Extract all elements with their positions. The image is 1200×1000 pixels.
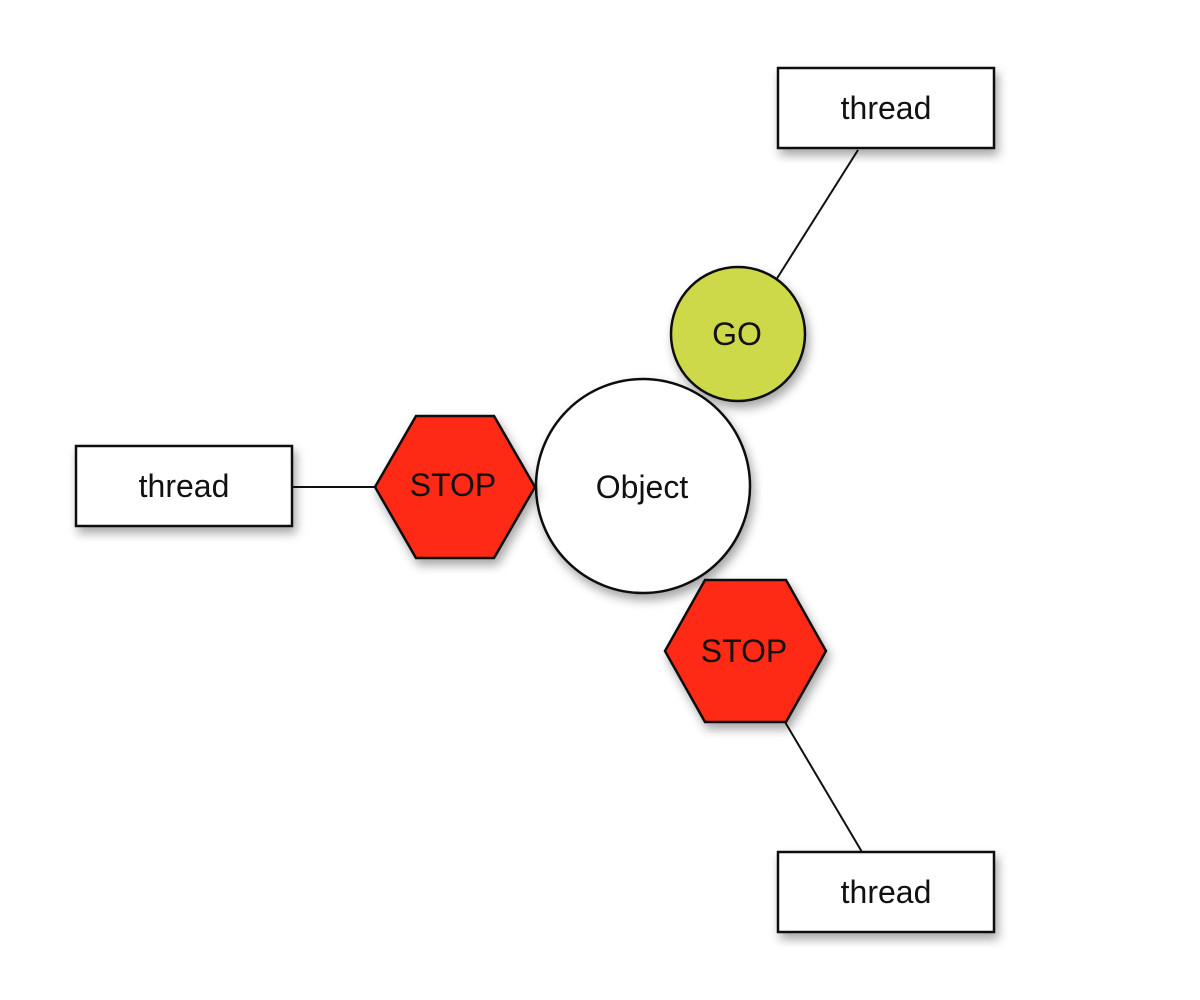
thread-bottom-box [776,850,996,934]
connector-top [775,149,859,281]
go-label: GO [712,316,762,352]
go-circle [669,265,807,403]
stop-left-node: STOP [373,414,537,560]
thread-bottom-label: thread [841,874,932,910]
thread-left-box [74,444,294,528]
go-node: GO [669,265,807,403]
stop-left-label: STOP [410,467,497,503]
stop-left-hexagon [373,414,537,560]
connector-bottom [784,721,863,853]
object-node: Object [534,377,752,595]
stop-bottom-node: STOP [663,578,828,724]
thread-top-box [776,66,996,150]
thread-left: thread [74,444,294,528]
thread-left-label: thread [139,468,230,504]
stop-bottom-hexagon [663,578,828,724]
thread-top: thread [776,66,996,150]
object-circle [534,377,752,595]
thread-top-label: thread [841,90,932,126]
object-label: Object [596,469,689,505]
stop-bottom-label: STOP [701,633,788,669]
thread-bottom: thread [776,850,996,934]
